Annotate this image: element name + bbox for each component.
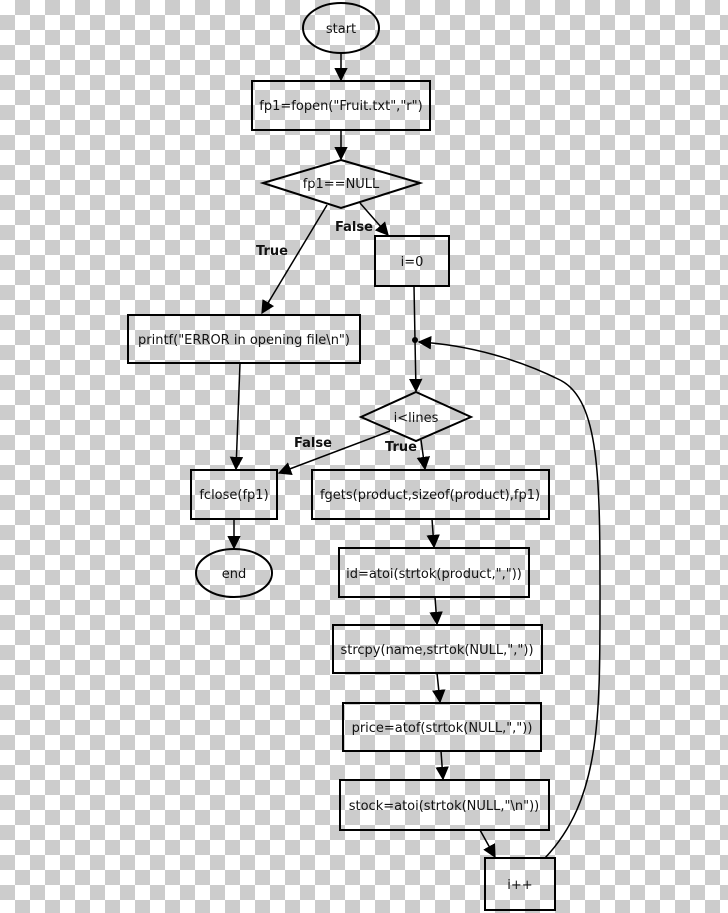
node-stock: stock=atoi(strtok(NULL,"\n")) <box>339 779 550 831</box>
node-loop-check-label: i<lines <box>394 411 439 426</box>
node-fclose-label: fclose(fp1) <box>199 488 268 503</box>
edge-fgets-id <box>426 518 440 549</box>
node-increment: i++ <box>484 857 556 911</box>
node-stock-label: stock=atoi(strtok(NULL,"\n")) <box>349 799 540 814</box>
label-loop-false: False <box>294 436 332 451</box>
node-end: end <box>195 548 273 598</box>
edge-increment-loop <box>417 335 601 859</box>
node-init-i: i=0 <box>374 235 450 287</box>
node-null-check-label: fp1==NULL <box>303 177 380 192</box>
edge-printf-fclose <box>229 362 244 471</box>
node-null-check: fp1==NULL <box>259 158 424 210</box>
node-id-label: id=atoi(strtok(product,",")) <box>346 567 522 582</box>
node-fgets: fgets(product,sizeof(product),fp1) <box>311 469 550 520</box>
node-end-label: end <box>222 567 247 582</box>
edge-strcpy-price <box>432 672 446 704</box>
node-init-i-label: i=0 <box>401 255 424 270</box>
edge-id-strcpy <box>429 596 443 626</box>
node-printf: printf("ERROR in opening file\n") <box>127 314 361 364</box>
label-loop-true: True <box>385 440 417 455</box>
edge-price-stock <box>435 750 449 781</box>
edge-loop-true <box>416 439 431 471</box>
node-fopen-label: fp1=fopen("Fruit.txt","r") <box>259 99 422 114</box>
node-start-label: start <box>326 22 356 37</box>
edge-junction-loopcheck <box>409 339 423 393</box>
node-fopen: fp1=fopen("Fruit.txt","r") <box>251 80 431 131</box>
node-increment-label: i++ <box>507 878 532 893</box>
node-price: price=atof(strtok(NULL,",")) <box>342 702 542 752</box>
edge-check-true <box>261 204 328 315</box>
edge-check-false <box>359 202 389 237</box>
node-printf-label: printf("ERROR in opening file\n") <box>138 333 350 348</box>
edge-loop-false <box>277 430 391 476</box>
edges <box>227 53 601 859</box>
label-null-true: True <box>256 244 288 259</box>
node-fgets-label: fgets(product,sizeof(product),fp1) <box>320 488 540 503</box>
label-null-false: False <box>335 220 373 235</box>
edge-stock-increment <box>479 829 496 859</box>
node-id: id=atoi(strtok(product,",")) <box>338 547 530 598</box>
edge-init-junction <box>413 285 416 341</box>
node-strcpy-label: strcpy(name,strtok(NULL,",")) <box>340 643 533 658</box>
node-strcpy: strcpy(name,strtok(NULL,",")) <box>332 624 543 674</box>
node-start: start <box>302 2 380 54</box>
node-fclose: fclose(fp1) <box>190 469 278 520</box>
node-loop-check: i<lines <box>358 390 474 443</box>
node-price-label: price=atof(strtok(NULL,",")) <box>352 721 533 736</box>
